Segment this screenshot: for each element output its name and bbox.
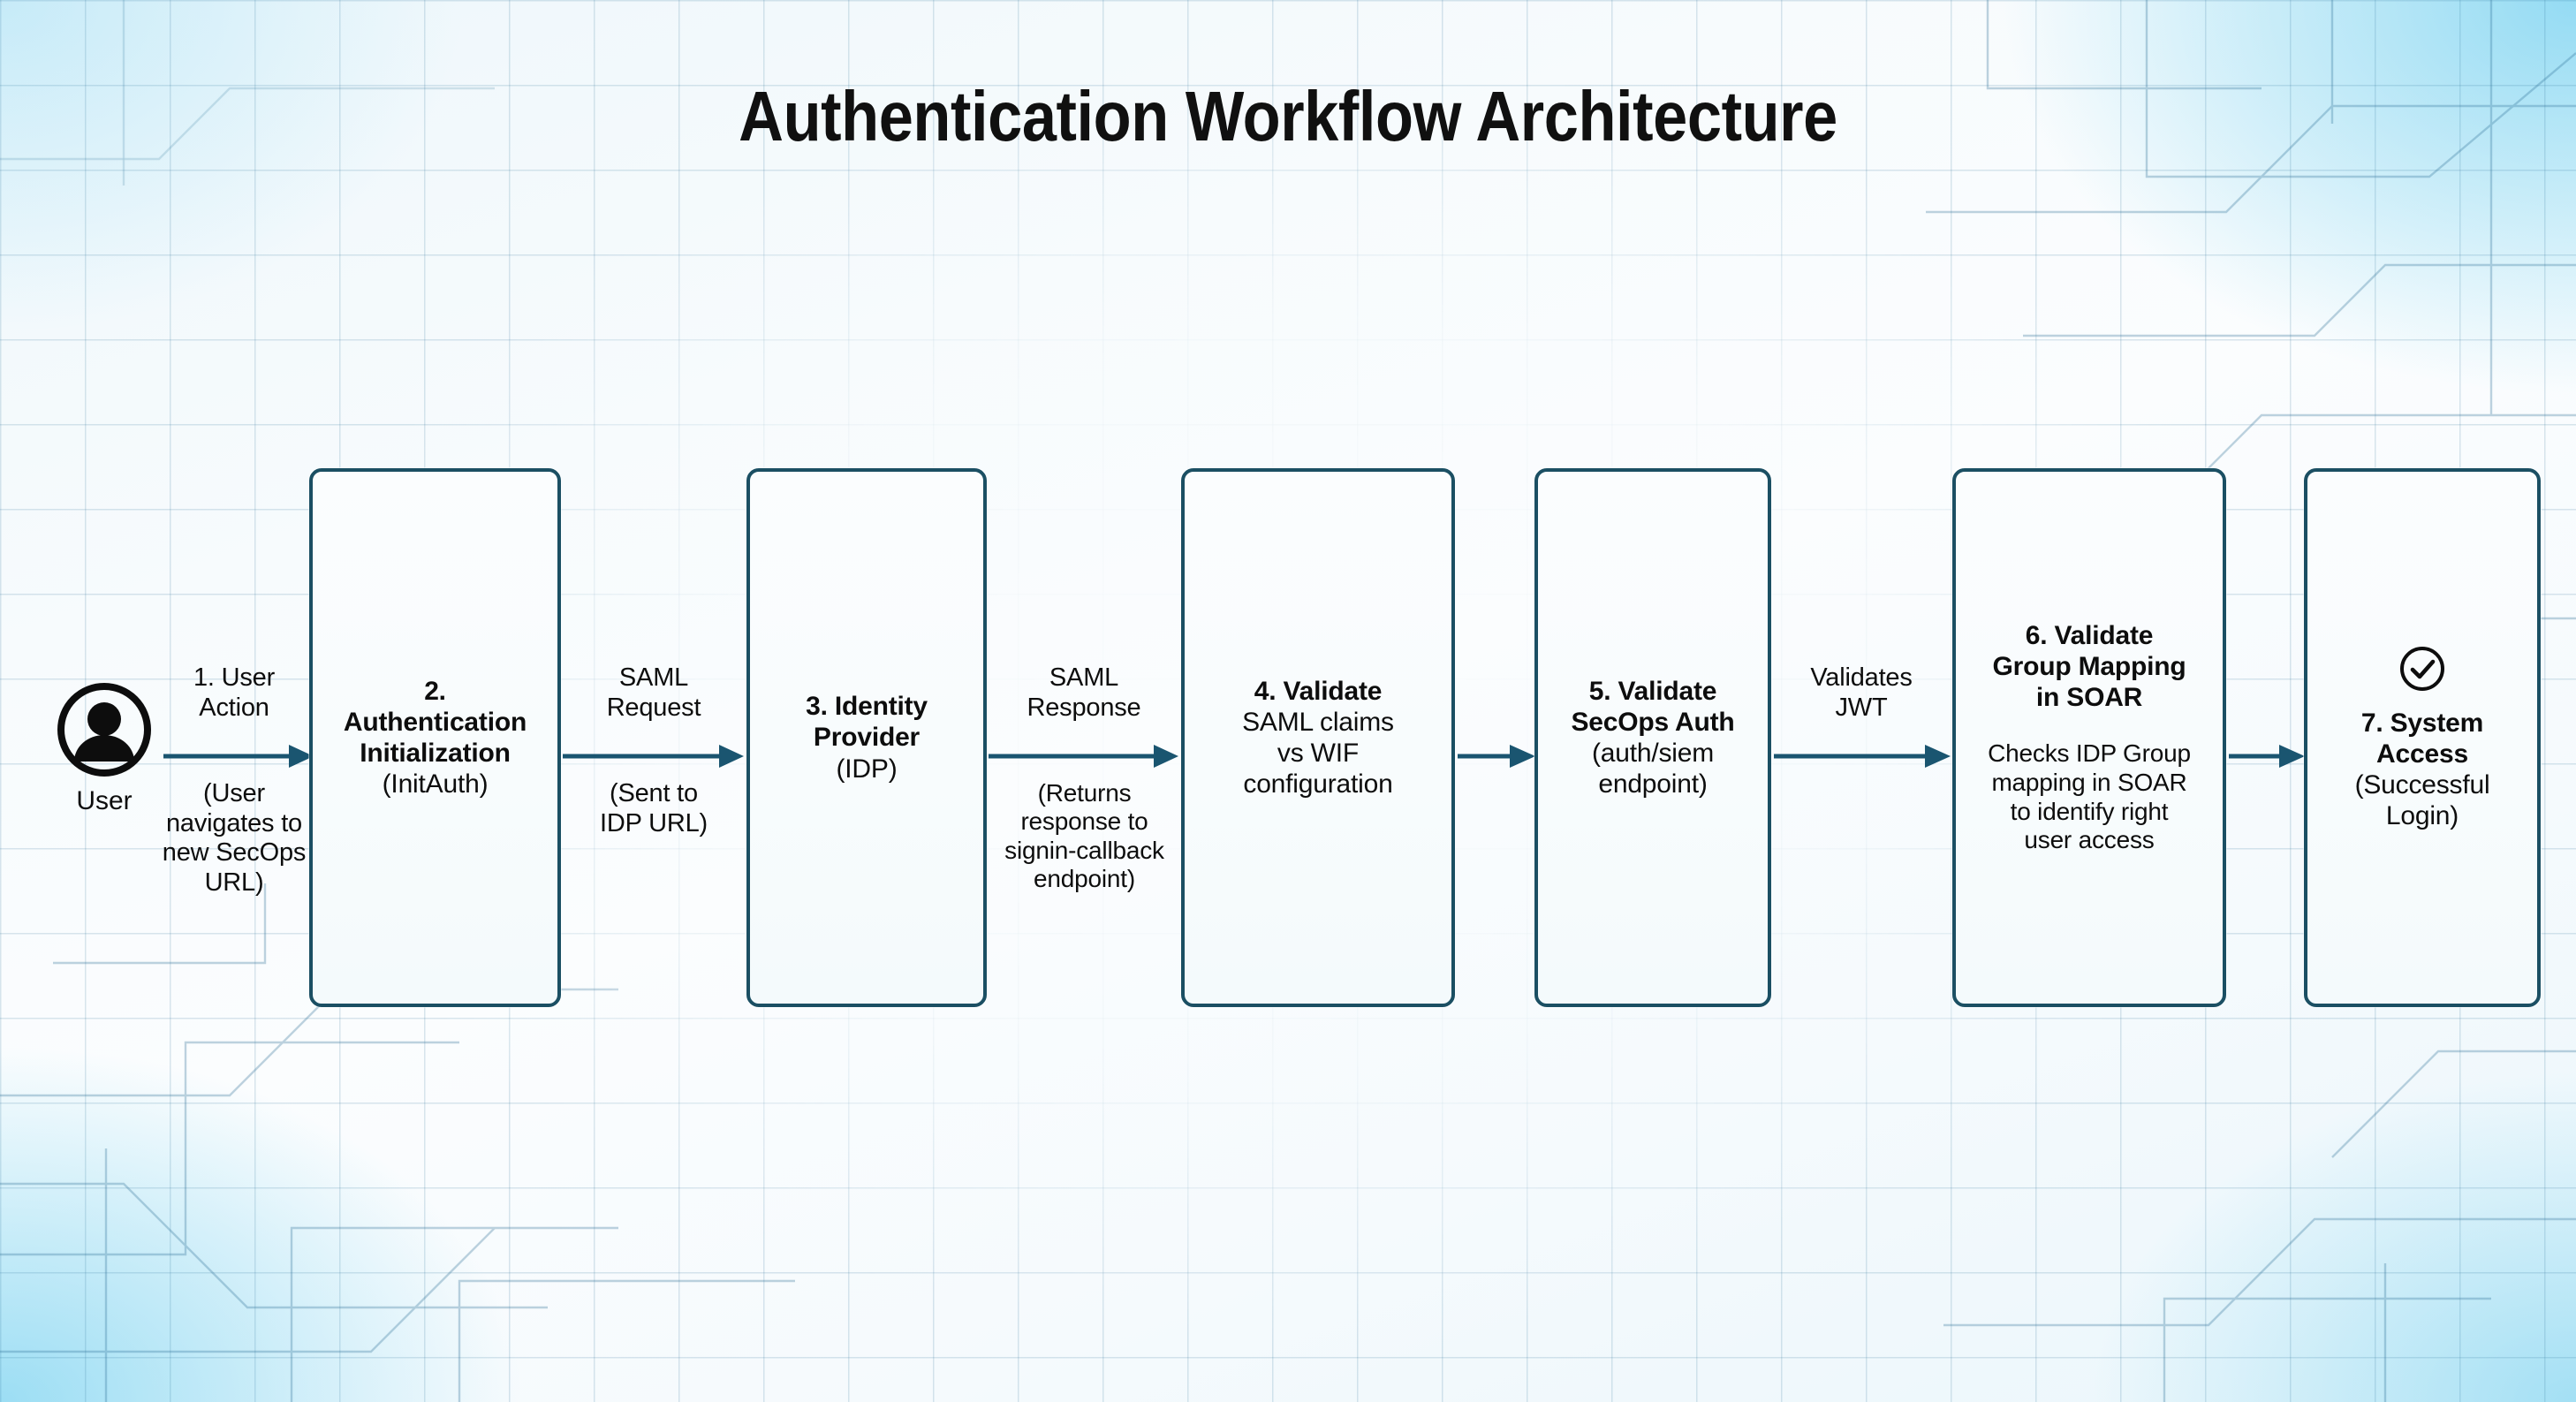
node-title: 4. Validate <box>1254 676 1383 707</box>
node-subtitle: Checks IDP Group mapping in SOAR to iden… <box>1988 739 2191 855</box>
node-validate-group-mapping-soar[interactable]: 6. Validate Group Mapping in SOAR Checks… <box>1952 468 2226 1007</box>
edge-text-line: Response <box>1027 693 1141 722</box>
edge-saml-to-secops <box>1458 740 1535 772</box>
actor-user-label: User <box>76 786 133 815</box>
node-subtitle-line: Login) <box>2385 801 2459 831</box>
edge-text-line: new SecOps <box>162 838 307 868</box>
node-subtitle-line: SAML claims <box>1242 707 1394 737</box>
node-title-line: Access <box>2376 739 2468 769</box>
node-title: 5. Validate SecOps Auth <box>1571 676 1734 738</box>
node-subtitle-line: endpoint) <box>1598 769 1708 800</box>
node-system-access[interactable]: 7. System Access (Successful Login) <box>2304 468 2541 1007</box>
edge-label-idp-to-validate-saml-above: SAML Response <box>991 663 1177 723</box>
node-title-line: Authentication <box>343 707 527 737</box>
edge-secops-to-soar <box>1774 740 1951 772</box>
node-subtitle-line: Checks IDP Group <box>1988 739 2191 768</box>
node-title-line: 4. Validate <box>1254 676 1383 706</box>
node-title-line: 7. System <box>2360 708 2484 738</box>
node-subtitle: (IDP) <box>837 754 898 784</box>
node-title: 2. Authentication Initialization <box>344 676 527 769</box>
node-subtitle-line: vs WIF <box>1277 739 1360 768</box>
node-title-line: SecOps Auth <box>1571 707 1735 737</box>
node-title-line: in SOAR <box>2035 683 2143 713</box>
edge-text-line: (User <box>203 779 265 807</box>
node-title-line: Provider <box>813 723 921 753</box>
node-title: 6. Validate Group Mapping in SOAR <box>1992 620 2186 713</box>
node-subtitle-line: (Successful <box>2354 770 2490 800</box>
edge-label-user-to-init-below: (User navigates to new SecOps URL) <box>146 779 322 898</box>
edge-text-line: Action <box>199 693 269 722</box>
node-subtitle-line: configuration <box>1243 769 1393 800</box>
edge-text-line: 1. User <box>193 663 276 692</box>
node-title-line: Group Mapping <box>1992 651 2186 681</box>
edge-text-line: signin-callback <box>1004 836 1164 864</box>
edge-soar-to-access <box>2229 740 2305 772</box>
edge-idp-to-validate-saml <box>989 740 1178 772</box>
edge-text-line: SAML <box>618 663 689 692</box>
node-subtitle: (InitAuth) <box>383 769 489 800</box>
edge-text-line: (Returns <box>1037 779 1132 807</box>
node-subtitle: (Successful Login) <box>2355 769 2490 831</box>
edge-init-to-idp <box>563 740 744 772</box>
edge-label-secops-to-soar-above: Validates JWT <box>1777 663 1945 723</box>
node-title-line: 6. Validate <box>2025 620 2154 650</box>
actor-user: User <box>25 680 184 815</box>
node-title-line: Initialization <box>360 739 511 768</box>
check-circle-icon <box>2400 646 2444 691</box>
user-avatar-icon <box>57 683 151 777</box>
edge-label-idp-to-validate-saml-below: (Returns response to signin-callback end… <box>981 779 1188 894</box>
node-title-line: 3. Identity <box>806 692 928 722</box>
edge-text-line: endpoint) <box>1034 865 1135 893</box>
edge-text-line: SAML <box>1049 663 1119 692</box>
node-subtitle: (auth/siem endpoint) <box>1592 738 1714 800</box>
node-title: 3. Identity Provider <box>806 691 928 753</box>
edge-label-user-to-init-above: 1. User Action <box>150 663 318 723</box>
node-title: 7. System Access <box>2361 708 2483 769</box>
edge-user-to-init <box>163 740 314 772</box>
edge-text-line: JWT <box>1835 693 1888 722</box>
edge-text-line: navigates to <box>166 808 302 837</box>
node-subtitle-line: (auth/siem <box>1591 739 1715 768</box>
node-subtitle-line: mapping in SOAR <box>1991 768 2187 796</box>
node-title-line: 5. Validate <box>1588 676 1717 706</box>
node-title-line: 2. <box>424 676 446 706</box>
node-subtitle-line: to identify right <box>2010 797 2169 825</box>
node-identity-provider[interactable]: 3. Identity Provider (IDP) <box>746 468 987 1007</box>
edge-text-line: Validates <box>1810 663 1913 692</box>
edge-text-line: response to <box>1020 807 1148 836</box>
node-validate-secops-auth[interactable]: 5. Validate SecOps Auth (auth/siem endpo… <box>1534 468 1771 1007</box>
edge-text-line: IDP URL) <box>600 808 708 837</box>
node-subtitle-line: (InitAuth) <box>382 769 489 800</box>
edge-text-line: URL) <box>204 868 264 897</box>
node-subtitle: SAML claims vs WIF configuration <box>1242 707 1394 800</box>
node-subtitle-line: user access <box>2024 826 2155 854</box>
page-title: Authentication Workflow Architecture <box>739 77 1837 155</box>
node-validate-saml-claims[interactable]: 4. Validate SAML claims vs WIF configura… <box>1181 468 1455 1007</box>
edge-text-line: Request <box>606 693 701 722</box>
node-subtitle-line: (IDP) <box>836 754 898 784</box>
edge-label-init-to-idp-below: (Sent to IDP URL) <box>570 779 738 838</box>
node-authentication-initialization[interactable]: 2. Authentication Initialization (InitAu… <box>309 468 561 1007</box>
edge-text-line: (Sent to <box>610 779 698 807</box>
edge-label-init-to-idp-above: SAML Request <box>570 663 738 723</box>
